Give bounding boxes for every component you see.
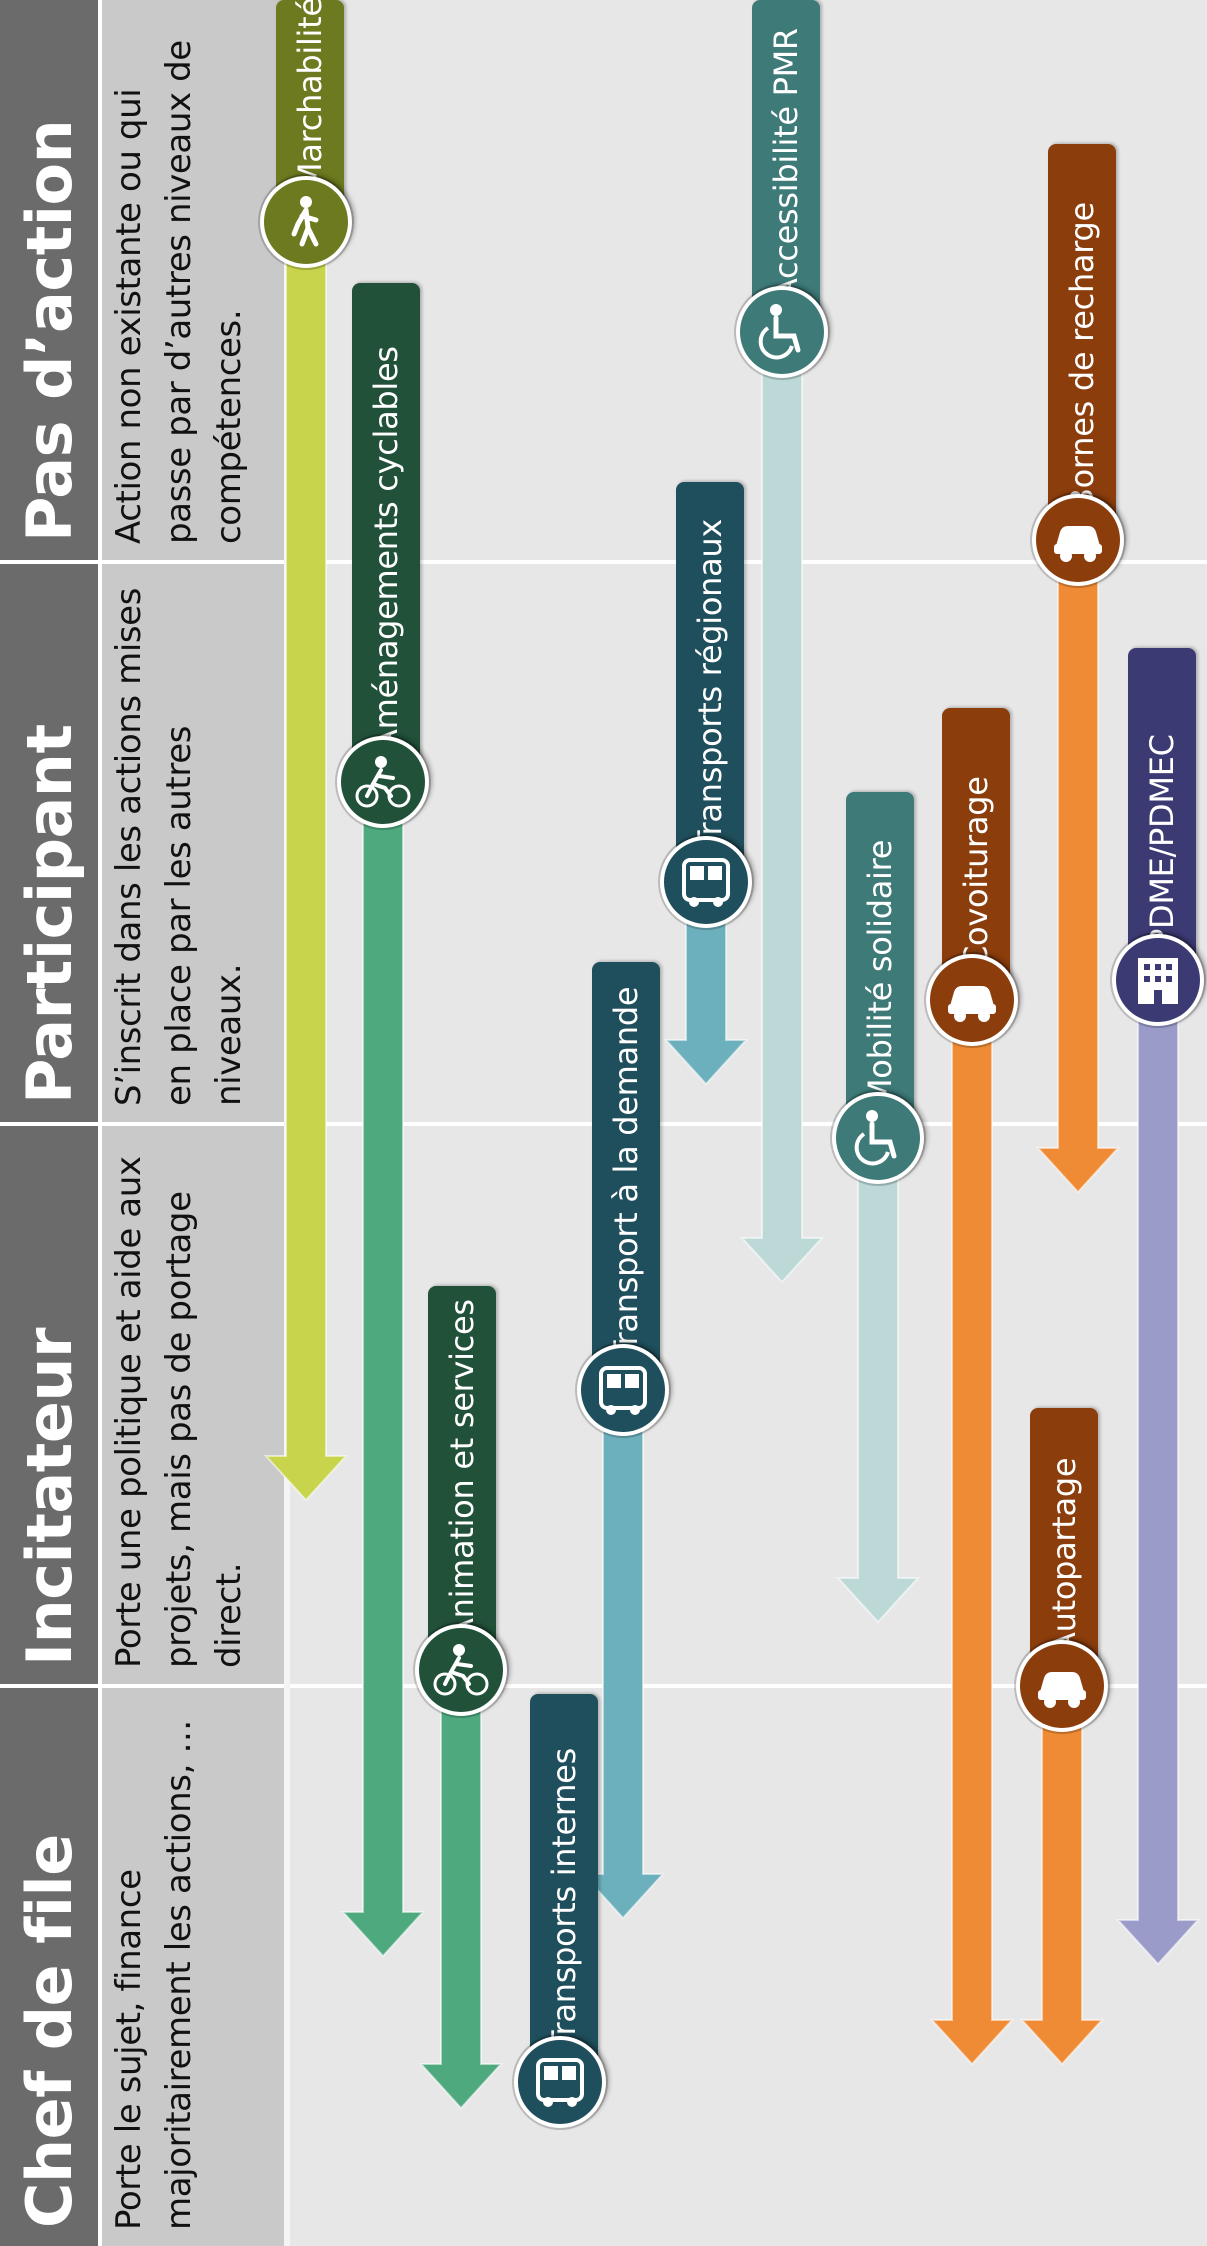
label-transports-regionaux: Transports régionaux: [676, 482, 744, 866]
car-icon: [1038, 1672, 1086, 1708]
wheelchair-icon: [832, 1092, 924, 1184]
label-accessibilite-pmr: Accessibilité PMR: [752, 0, 820, 316]
label-amenagements-cyclables: Aménagements cyclables: [352, 283, 420, 767]
cyclist-icon: [415, 1624, 507, 1716]
action-arrow: [739, 345, 825, 1284]
label-transport-demande: Transport à la demande: [592, 962, 660, 1376]
cyclist-icon: [337, 736, 429, 828]
label-transports-internes: Transports internes: [530, 1694, 598, 2066]
action-arrow: [1115, 993, 1201, 1966]
bus-icon: [577, 1344, 669, 1436]
action-arrow: [580, 1405, 666, 1920]
action-arrow: [340, 795, 426, 1958]
label-autopartage: Autopartage: [1030, 1408, 1098, 1670]
pedestrian-icon: [291, 196, 319, 247]
building-icon: [1112, 934, 1204, 1026]
car-icon: [948, 986, 996, 1022]
car-icon: [1054, 526, 1102, 562]
car-icon: [1032, 494, 1124, 586]
label-bornes-recharge: Bornes de recharge: [1048, 144, 1116, 526]
car-icon: [926, 954, 1018, 1046]
wheelchair-icon: [736, 286, 828, 378]
label-covoiturage: Covoiturage: [942, 708, 1010, 984]
label-pdme-pdmec: PDME/PDMEC: [1128, 648, 1196, 964]
pedestrian-icon: [260, 176, 352, 268]
wheelchair-icon: [854, 1110, 897, 1166]
action-arrow: [418, 1685, 504, 2110]
bus-icon: [682, 858, 730, 907]
bus-icon: [536, 2058, 584, 2107]
bus-icon: [599, 1366, 647, 1415]
action-arrow: [1019, 1701, 1105, 2066]
action-arrow: [1035, 555, 1121, 1194]
bus-icon: [660, 836, 752, 928]
cyclist-icon: [355, 756, 411, 808]
bus-icon: [514, 2036, 606, 2128]
building-icon: [1138, 958, 1178, 1004]
action-arrow: [835, 1151, 921, 1624]
car-icon: [1016, 1640, 1108, 1732]
label-marchabilite: Marchabilité: [276, 0, 344, 206]
action-arrow: [929, 1015, 1015, 2066]
label-mobilite-solidaire: Mobilité solidaire: [846, 792, 914, 1122]
cyclist-icon: [433, 1644, 489, 1696]
wheelchair-icon: [758, 304, 801, 360]
label-animation-services: Animation et services: [428, 1286, 496, 1656]
action-arrow: [263, 235, 349, 1502]
